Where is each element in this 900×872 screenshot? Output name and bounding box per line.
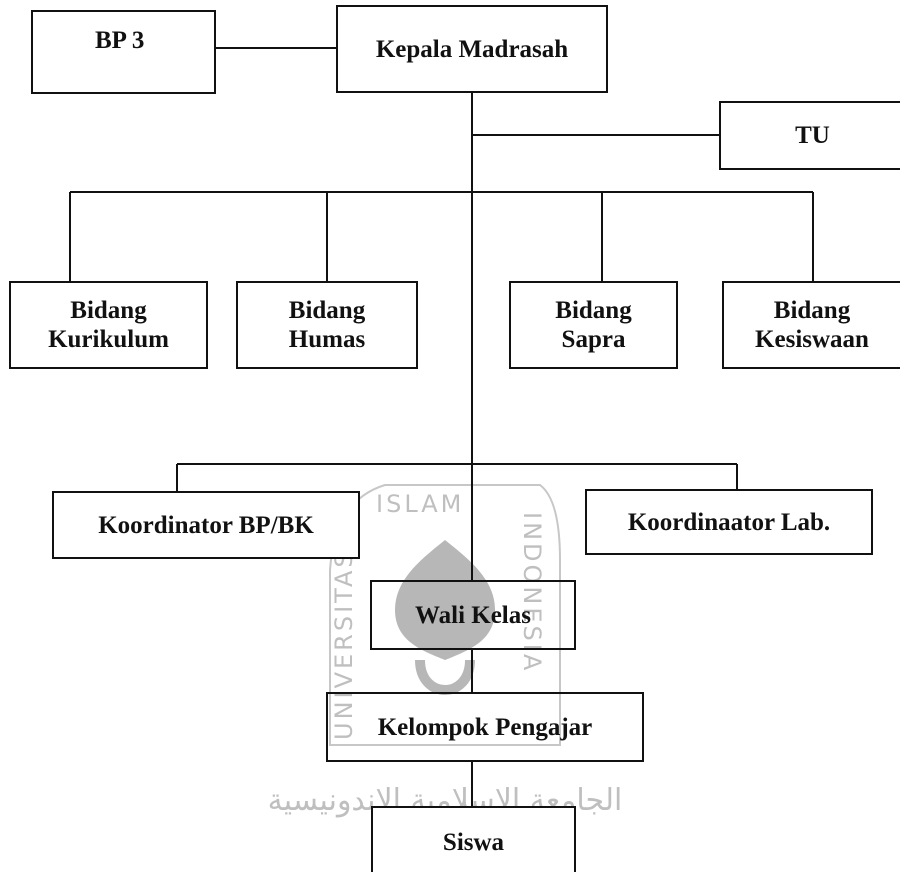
bidang-line1: Bidang — [555, 297, 632, 324]
box-wali-kelas: Wali Kelas — [370, 580, 576, 650]
watermark-text-top: ISLAM — [376, 490, 464, 518]
koordinator-lab-label: Koordinaator Lab. — [627, 508, 831, 536]
watermark-emblem-icon — [395, 540, 495, 660]
bidang-line1: Bidang — [773, 297, 851, 324]
box-siswa: Siswa — [371, 806, 576, 872]
wali-kelas-label: Wali Kelas — [415, 601, 531, 629]
bidang-line2: Kurikulum — [48, 326, 169, 353]
watermark-text-left: UNIVERSITAS — [330, 549, 358, 740]
bidang-line2: Kesiswaan — [755, 326, 869, 353]
box-kepala-madrasah: Kepala Madrasah — [336, 5, 608, 93]
watermark-text-right: INDONESIA — [518, 512, 546, 673]
bidang-line2: Sapra — [561, 326, 626, 353]
kelompok-pengajar-label: Kelompok Pengajar — [377, 713, 593, 741]
bp3-label: BP 3 — [95, 27, 145, 54]
box-tu: TU — [719, 101, 900, 170]
box-bidang-sapra: Bidang Sapra — [509, 281, 678, 369]
box-koordinator-lab: Koordinaator Lab. — [585, 489, 873, 555]
tu-label: TU — [795, 122, 830, 149]
kepala-label: Kepala Madrasah — [375, 35, 569, 63]
bidang-line2: Humas — [288, 326, 366, 353]
bidang-line1: Bidang — [70, 297, 147, 324]
box-kelompok-pengajar: Kelompok Pengajar — [326, 692, 644, 762]
box-bp3: BP 3 — [31, 10, 216, 94]
siswa-label: Siswa — [442, 829, 505, 856]
box-koordinator-bpbk: Koordinator BP/BK — [52, 491, 360, 559]
box-bidang-kesiswaan: Bidang Kesiswaan — [722, 281, 900, 369]
bidang-line1: Bidang — [288, 297, 366, 324]
box-bidang-kurikulum: Bidang Kurikulum — [9, 281, 208, 369]
box-bidang-humas: Bidang Humas — [236, 281, 418, 369]
koordinator-bpbk-label: Koordinator BP/BK — [98, 511, 314, 539]
